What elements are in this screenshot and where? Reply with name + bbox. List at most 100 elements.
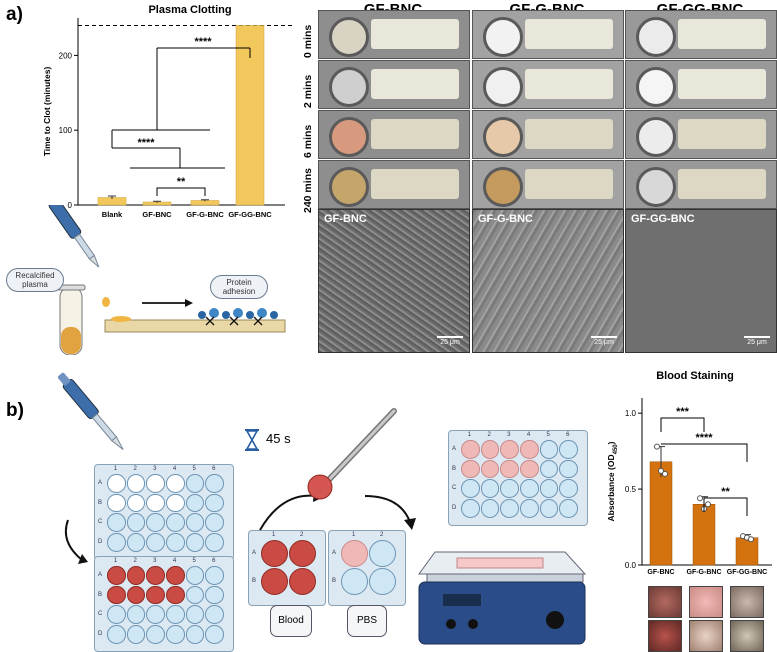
sample-disc — [329, 67, 369, 107]
data-point — [697, 495, 703, 502]
plate-well — [539, 440, 559, 459]
plate-well — [205, 605, 224, 624]
plate-well — [107, 566, 126, 585]
plate-well — [480, 479, 500, 498]
panel-a-letter: a) — [6, 4, 23, 25]
x-tick-label: GF-GG-BNC — [727, 569, 767, 576]
plate-well — [166, 533, 185, 552]
sample-disc — [483, 167, 523, 207]
plate-row-label: B — [332, 578, 337, 584]
clotting-photo — [625, 160, 777, 209]
scale-bar: 25 μm — [744, 336, 770, 346]
sample-disc — [483, 117, 523, 157]
sample-strip — [678, 119, 766, 149]
plate-well — [480, 440, 500, 459]
plate-well — [185, 474, 205, 493]
plate-well — [205, 513, 224, 532]
plate-well — [500, 499, 519, 518]
plate-row-label: A — [332, 550, 337, 556]
data-point — [748, 536, 754, 543]
plate-well — [185, 585, 205, 605]
plate-well — [205, 625, 224, 644]
plate-well — [369, 540, 396, 567]
pipette-icon-b — [57, 372, 124, 450]
significance-label: **** — [695, 432, 713, 444]
scale-bar: 25 μm — [591, 336, 617, 346]
plate-well — [205, 533, 224, 552]
clotting-photo — [472, 10, 624, 59]
staining-thumbnail — [689, 620, 723, 652]
staining-thumbnail — [648, 586, 682, 618]
sample-strip — [678, 69, 766, 99]
sample-strip — [371, 19, 459, 49]
sample-disc — [329, 167, 369, 207]
plate-well — [126, 605, 146, 624]
plate-well — [166, 605, 185, 624]
row-label-2-mins: 2 mins — [302, 74, 314, 108]
plate-row-label: D — [98, 630, 103, 637]
plate-row-label: A — [452, 445, 457, 452]
y-axis-label-end: ) — [606, 441, 616, 444]
staining-chart-title: Blood Staining — [656, 370, 734, 382]
plate-well — [520, 479, 539, 498]
plate-well — [126, 513, 146, 532]
plate-row-label: B — [98, 499, 103, 506]
plate-well — [341, 568, 368, 595]
clotting-photo — [472, 60, 624, 109]
bar-gf-g-bnc — [692, 504, 716, 566]
plate-well — [107, 605, 126, 624]
sample-strip — [371, 69, 459, 99]
y-tick-label: 0.5 — [625, 485, 637, 494]
plate-well — [185, 566, 205, 585]
plate-row-label: D — [98, 538, 103, 545]
plate-column-label: 3 — [153, 466, 157, 472]
plate-well — [539, 499, 559, 518]
plate-row-label: C — [98, 519, 103, 526]
significance-bracket — [156, 187, 206, 196]
plate-well — [146, 585, 165, 605]
clotting-photo — [472, 110, 624, 159]
sem-image-gf-gg-bnc: GF-GG-BNC 25 μm — [625, 209, 777, 353]
arrow-curve-icon — [404, 518, 416, 530]
plate-well — [559, 459, 578, 479]
plate-well — [146, 474, 165, 493]
plate-row-label: A — [252, 550, 257, 556]
sem-image-gf-bnc: GF-BNC 25 μm — [318, 209, 470, 353]
plate-well — [539, 479, 559, 498]
plate-well — [461, 459, 480, 479]
plate-column-label: 2 — [380, 532, 384, 538]
plate-row-label: D — [452, 504, 457, 511]
plate-well — [146, 566, 165, 585]
plate-well — [107, 493, 126, 513]
significance-bracket — [661, 443, 748, 462]
plate-well — [559, 499, 578, 518]
plate-well — [126, 533, 146, 552]
clotting-photo — [318, 110, 470, 159]
tweezers-icon — [307, 408, 397, 500]
test-tube-icon — [56, 284, 86, 355]
plate-row-label: C — [98, 611, 103, 618]
y-tick-label: 1.0 — [625, 409, 637, 418]
sem-image-gf-g-bnc: GF-G-BNC 25 μm — [472, 209, 624, 353]
sample-disc — [636, 117, 676, 157]
plate-well — [205, 493, 224, 513]
plate-well — [146, 625, 165, 644]
plate-column-label: 6 — [566, 432, 570, 438]
sample-disc — [483, 17, 523, 57]
plate-well — [520, 499, 539, 518]
significance-bracket — [703, 497, 748, 516]
plate-row-label: C — [452, 485, 457, 492]
staining-thumbnail — [689, 586, 723, 618]
y-tick-label: 0 — [68, 201, 73, 210]
row-label-6-mins: 6 mins — [302, 124, 314, 158]
plate-well — [289, 540, 316, 567]
recalcified-plasma-bubble: Recalcified plasma — [6, 268, 64, 292]
plate-well — [520, 440, 539, 459]
clotting-photo — [625, 110, 777, 159]
plate-column-label: 2 — [487, 432, 491, 438]
plate-well — [185, 493, 205, 513]
